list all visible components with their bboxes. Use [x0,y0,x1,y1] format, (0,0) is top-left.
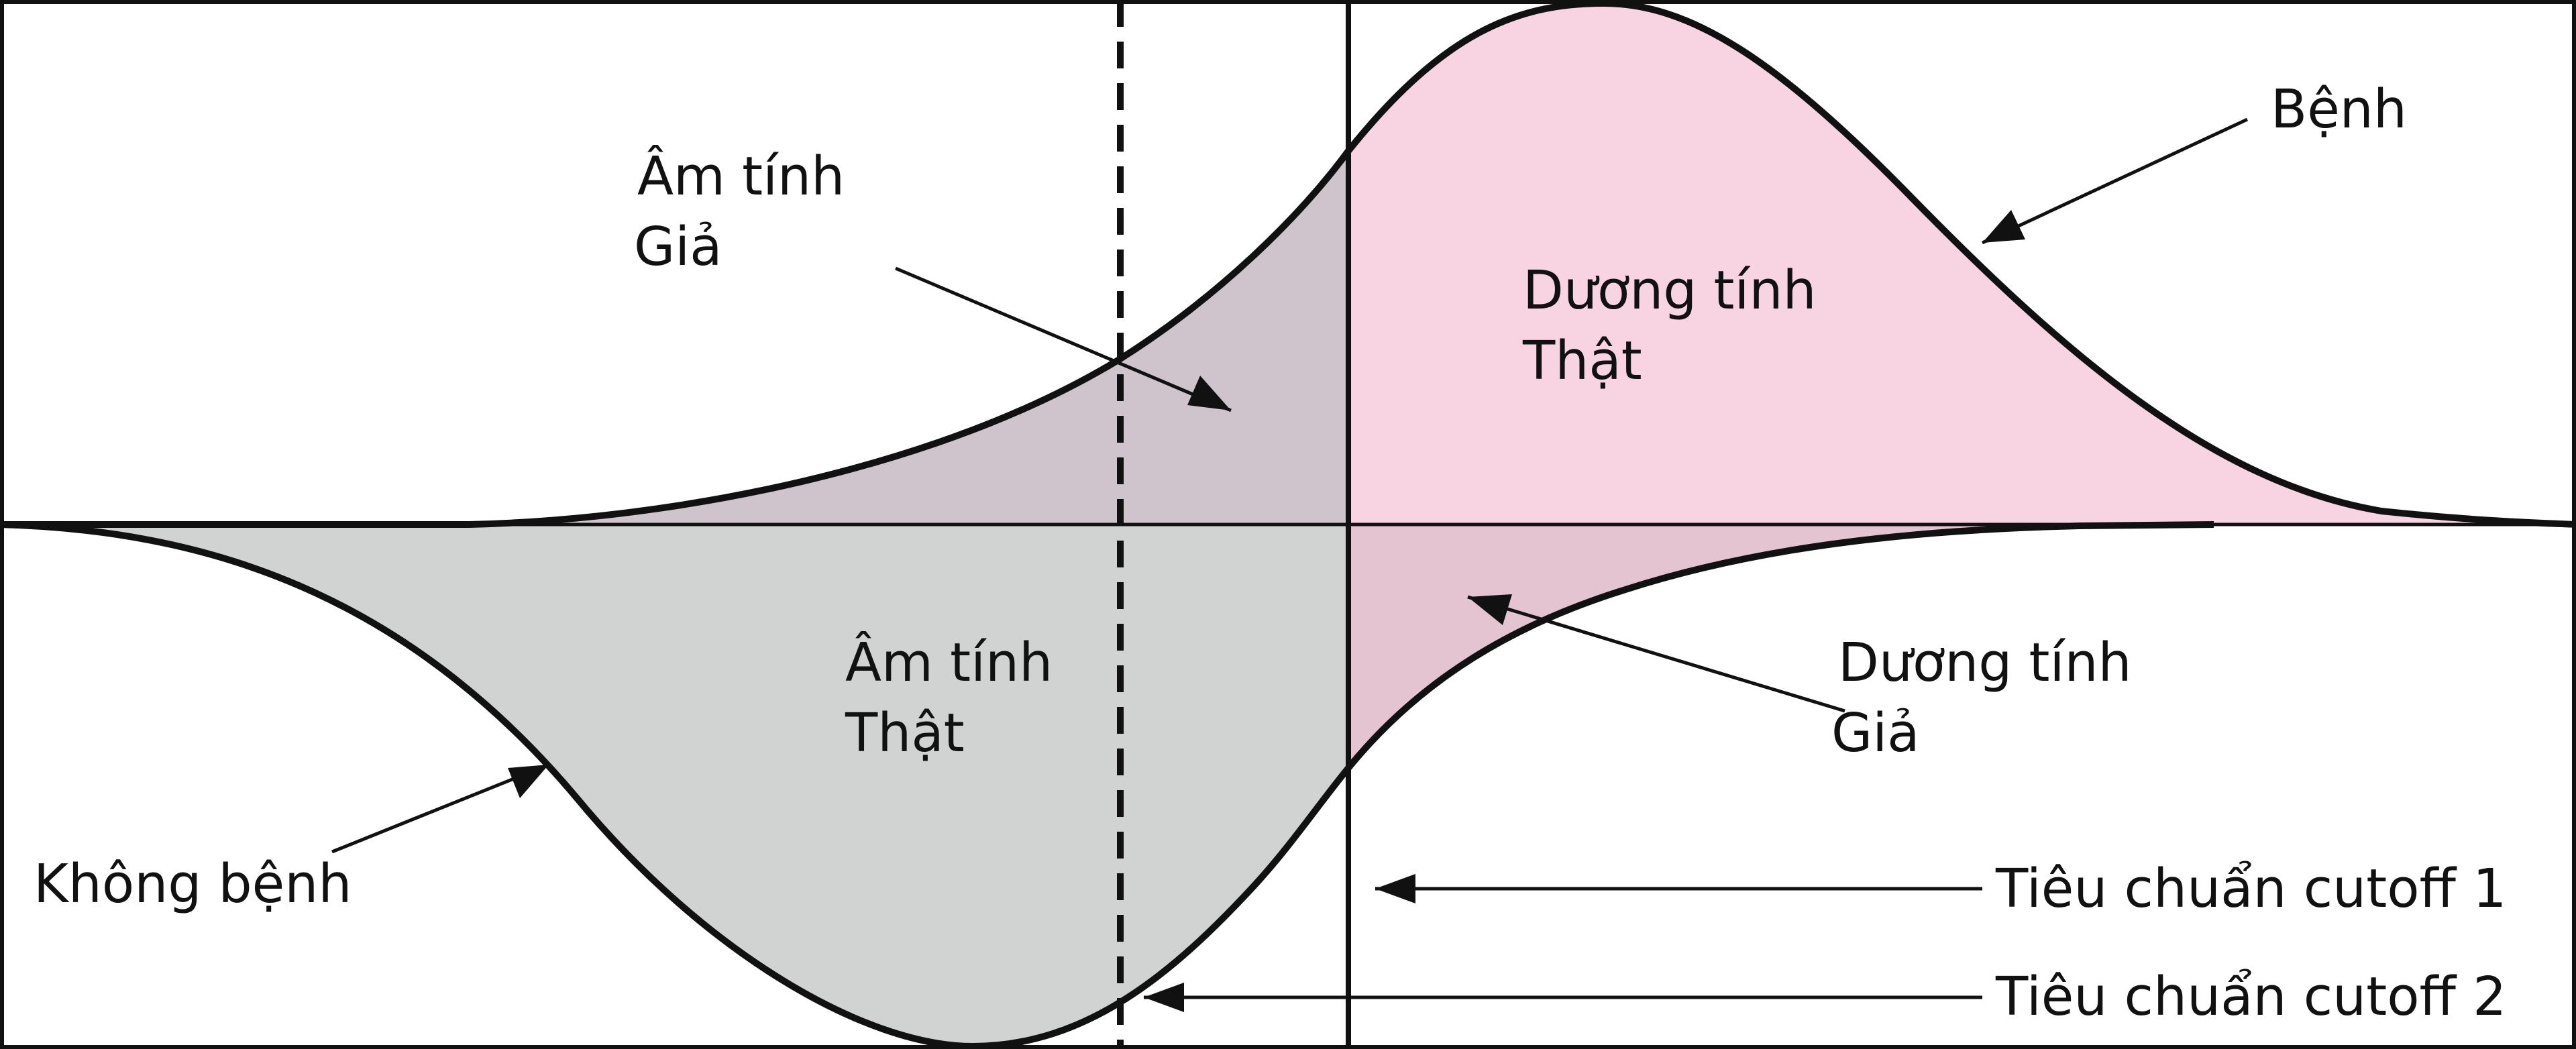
disease-arrow [1981,117,2249,245]
no-disease-arrowhead [508,765,549,798]
cutoff-2-label: Tiêu chuẩn cutoff 2 [1995,966,2506,1028]
false-positive-arrowhead [1468,594,1512,625]
true-positive-region [1348,3,2576,524]
false-negative-label-line2: Giả [634,216,722,278]
false-positive-label-line2: Giả [1831,702,1920,764]
false-negative-label-line1: Âm tính [637,146,845,207]
false-positive-region [1348,524,2214,768]
arrows [331,117,2249,1012]
false-positive-label-line1: Dương tính [1838,632,2132,694]
no-disease-label: Không bệnh [34,853,352,915]
true-negative-label-line1: Âm tính [845,632,1053,694]
false-negative-region [0,151,1348,524]
cutoff-1-arrowhead [1375,874,1415,903]
cutoff-2-arrowhead [1144,983,1184,1012]
disease-arrowhead [1982,210,2025,243]
true-positive-label-line2: Thật [1522,330,1642,392]
false-positive-arrow [1467,595,1845,713]
true-positive-label-line1: Dương tính [1523,260,1817,321]
cutoff-1-label: Tiêu chuẩn cutoff 1 [1995,858,2506,920]
true-negative-label-line2: Thật [845,702,965,764]
false-negative-arrow [895,266,1232,412]
true-negative-region [0,524,1348,1046]
disease-label: Bệnh [2271,78,2407,140]
no-disease-curve [0,521,2214,1049]
false-negative-arrowhead [1187,376,1231,410]
